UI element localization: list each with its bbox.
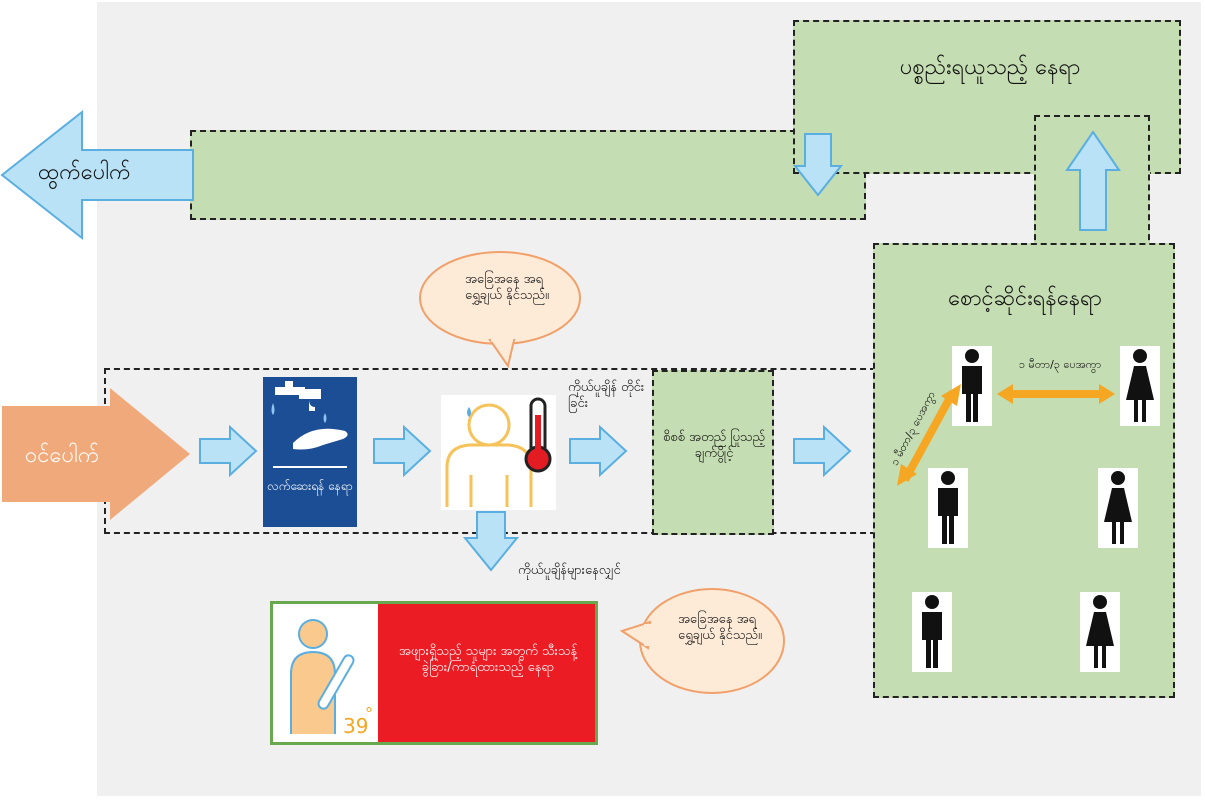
checkpoint-zone (652, 370, 774, 535)
callout-top-shape (419, 251, 581, 369)
person-icon (922, 595, 942, 668)
isolation-label: အဖျားရှိသည့် သူများ အတွက် သီးသန့် ခွဲခြာ… (398, 644, 578, 676)
temperature-value: 39 (343, 714, 369, 738)
checkpoint-label: စိစစ် အတည် ပြုသည့် ချက်ပွိုင့် (662, 430, 766, 462)
handwash-station: လက်ဆေးရန် နေရာ (263, 377, 357, 527)
person-6 (1080, 592, 1120, 672)
person-icon (1126, 349, 1154, 422)
waiting-area-label: စောင့်ဆိုင်းရန်နေရာ (948, 286, 1102, 311)
exit-corridor-zone (190, 130, 866, 220)
handwash-label: လက်ဆေးရန် နေရာ (267, 479, 353, 493)
callout-bottom-shape (619, 588, 785, 694)
person-icon (1086, 595, 1114, 668)
temperature-screening (441, 395, 556, 510)
entry-arrow (2, 388, 190, 520)
down-arrow-to-exit (792, 133, 844, 197)
exit-label: ထွက်ပေါက် (38, 160, 131, 185)
callout-bottom-text: အခြေအနေ အရရွှေ့ချယ် နိုင်သည်။ (678, 612, 762, 644)
up-arrow-to-collection (1065, 130, 1121, 231)
distance-horizontal-label: ၁ မီတာ/၃ ပေအကွာ (1018, 358, 1102, 371)
person-icon (938, 471, 958, 544)
person-icon (1104, 471, 1132, 544)
flow-arrow-2 (373, 424, 432, 478)
isolation-area: 39 ° အဖျားရှိသည့် သူများ အတွက် သီးသန့် ခ… (270, 601, 598, 745)
flow-arrow-1 (199, 424, 258, 478)
temp-check-label: ကိုယ်ပူချိန် တိုင်းခြင်း (568, 380, 645, 412)
person-2 (1120, 346, 1160, 426)
handwash-icon (271, 381, 348, 468)
sick-person-icon (290, 619, 355, 734)
person-4 (1098, 468, 1138, 548)
person-icon (962, 349, 982, 422)
flow-arrow-4 (793, 424, 852, 478)
down-arrow-to-isolation (462, 511, 520, 572)
callout-top-text: အခြေအနေ အရရွှေ့ချယ် နိုင်သည်။ (465, 272, 549, 304)
exit-arrow (0, 109, 194, 241)
thermometer-icon (524, 397, 552, 473)
collection-area-label: ပစ္စည်းရယူသည့် နေရာ (899, 55, 1081, 80)
entry-label: ဝင်ပေါက် (25, 443, 100, 468)
flow-arrow-3 (569, 424, 628, 478)
person-3 (928, 468, 968, 548)
temperature-degree: ° (365, 704, 373, 723)
person-5 (912, 592, 952, 672)
isolation-icon-panel: 39 ° (273, 604, 378, 742)
high-temp-label: ကိုယ်ပူချိန်များနေလျှင် (518, 563, 621, 578)
double-arrow-icon (897, 384, 961, 486)
double-arrow-icon (997, 384, 1115, 404)
